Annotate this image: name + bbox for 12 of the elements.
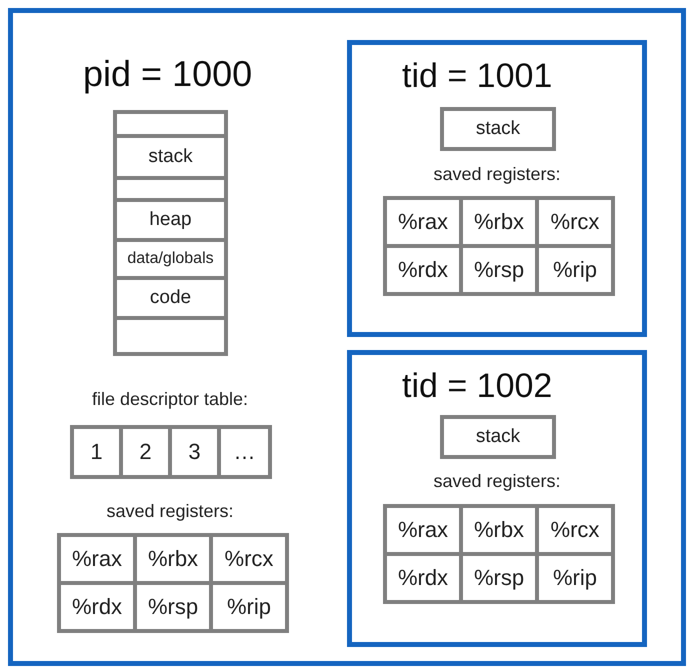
stack-box: stack: [440, 415, 556, 459]
section-heading: file descriptor table:: [92, 389, 248, 410]
section-heading: saved registers:: [106, 501, 234, 522]
thread-box: [347, 350, 647, 647]
thread-box: [347, 40, 647, 337]
thread-title: tid = 1001: [402, 57, 552, 96]
process-box: [8, 8, 686, 666]
section-heading: saved registers:: [433, 164, 561, 185]
stack-box: stack: [440, 107, 556, 151]
thread-title: tid = 1002: [402, 367, 552, 406]
section-heading: saved registers:: [433, 471, 561, 492]
process-title: pid = 1000: [83, 53, 252, 95]
